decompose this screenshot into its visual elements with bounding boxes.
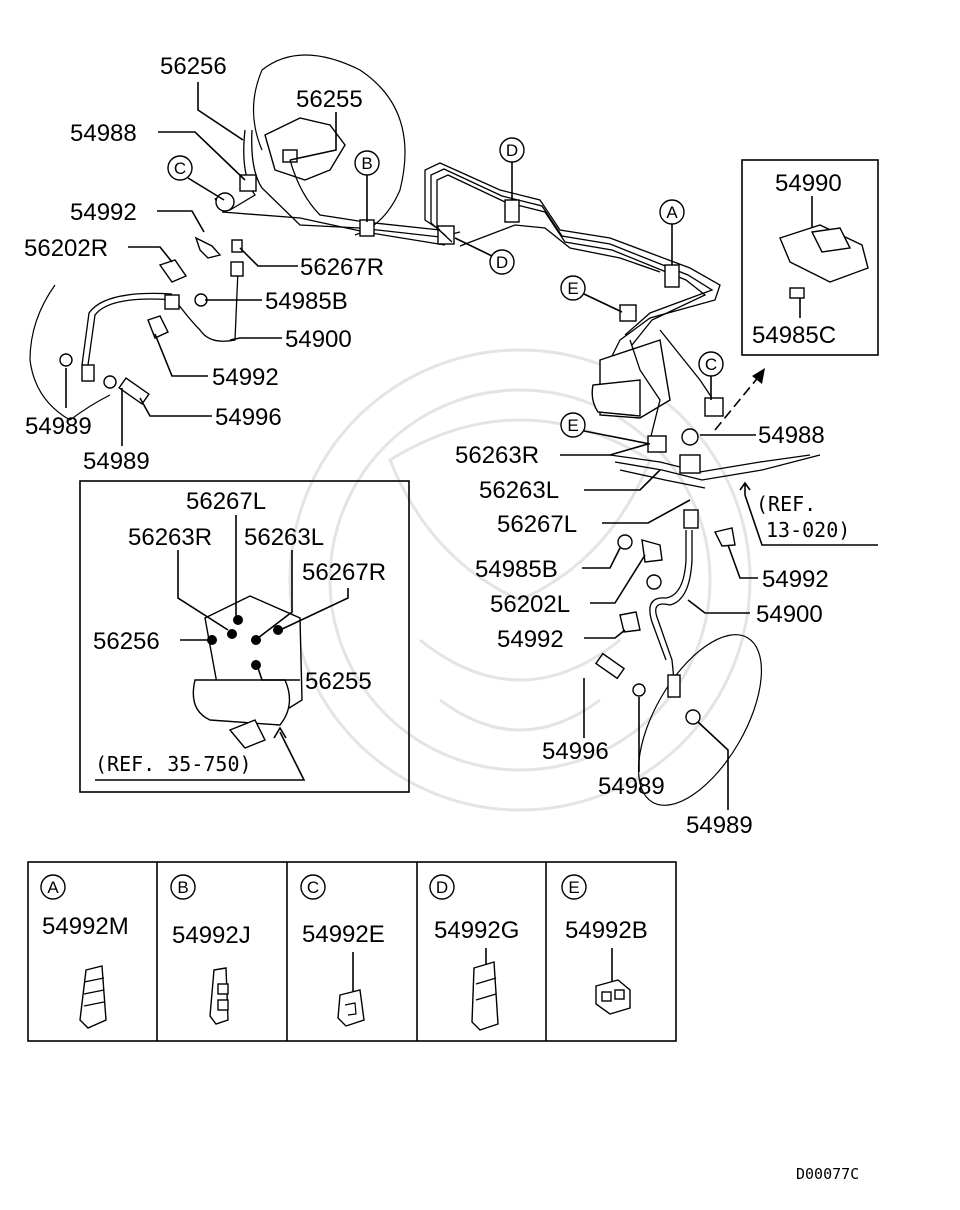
- clip-c-icon: [337, 952, 365, 1027]
- drawing-code: D00077C: [796, 1165, 859, 1183]
- callout-54989-left-a: 54989: [25, 413, 92, 440]
- clip-d-icon: [471, 948, 499, 1031]
- detail-callout-56267R: 56267R: [302, 559, 386, 586]
- marker-c-top-label: C: [174, 159, 186, 178]
- clip-cell-a-letter: A: [47, 878, 59, 897]
- marker-c-top: C: [167, 155, 225, 201]
- clip-cell-d-letter: D: [436, 878, 448, 897]
- marker-e-top-label: E: [567, 279, 578, 298]
- clip-cell-b-part: 54992J: [172, 922, 251, 949]
- callout-54989-left-b: 54989: [83, 448, 150, 475]
- clip-letter-markers: C B D D A E C: [167, 137, 724, 445]
- marker-a: A: [659, 199, 685, 265]
- clip-cell-a: A 54992M: [40, 874, 129, 1029]
- ref-13-020-line1: (REF.: [756, 492, 816, 516]
- callout-54996-left: 54996: [215, 404, 282, 431]
- clip-cell-e-part: 54992B: [565, 917, 648, 944]
- callout-56263R: 56263R: [455, 442, 539, 469]
- callout-54900-right: 54900: [756, 601, 823, 628]
- left-front-assembly: [29, 54, 461, 421]
- clip-cell-a-part: 54992M: [42, 913, 129, 940]
- marker-e-bottom-label: E: [567, 416, 578, 435]
- marker-d-top-label: D: [506, 141, 518, 160]
- marker-d-mid: D: [454, 237, 515, 275]
- marker-e-bottom: E: [560, 412, 651, 445]
- detail-callout-56256: 56256: [93, 628, 160, 655]
- callout-54985C: 54985C: [752, 322, 836, 349]
- callout-54988-top: 54988: [70, 120, 137, 147]
- callout-56267L: 56267L: [497, 511, 577, 538]
- clip-cell-e-letter: E: [568, 878, 579, 897]
- detail-callout-56263R: 56263R: [128, 524, 212, 551]
- clip-a-icon: [79, 965, 107, 1029]
- callout-54992-a: 54992: [70, 199, 137, 226]
- part-callouts: 56256 56255 54988 54992 56202R 56267R 54…: [24, 53, 850, 839]
- callout-54988-right: 54988: [758, 422, 825, 449]
- callout-54989-right-a: 54989: [598, 773, 665, 800]
- callout-56202R: 56202R: [24, 235, 108, 262]
- clip-cell-d-part: 54992G: [434, 917, 519, 944]
- leader-lines: [65, 82, 878, 810]
- inset-54990-box: [741, 159, 879, 356]
- clip-cell-d: D 54992G: [429, 874, 519, 1031]
- callout-54996-right: 54996: [542, 738, 609, 765]
- right-rear-assembly: [594, 509, 763, 806]
- marker-c-right-label: C: [705, 355, 717, 374]
- clip-cell-e: E 54992B: [561, 874, 648, 1015]
- callout-54985B-right: 54985B: [475, 556, 558, 583]
- marker-b-top: B: [354, 150, 380, 222]
- detail-callout-56263L: 56263L: [244, 524, 324, 551]
- callout-56267R: 56267R: [300, 254, 384, 281]
- detail-callout-56255: 56255: [305, 668, 372, 695]
- ref-13-020-line2: 13-020): [766, 518, 850, 542]
- marker-c-right: C: [698, 351, 724, 400]
- detail-callout-56267L: 56267L: [186, 488, 266, 515]
- clip-cell-b: B 54992J: [170, 874, 251, 1025]
- hydraulic-unit-detail-box: [79, 480, 410, 793]
- main-brake-lines: [424, 162, 821, 489]
- callout-56255: 56255: [296, 86, 363, 113]
- callout-56256: 56256: [160, 53, 227, 80]
- callout-56202L: 56202L: [490, 591, 570, 618]
- callout-54989-right-b: 54989: [686, 812, 753, 839]
- callout-54992-c: 54992: [497, 626, 564, 653]
- marker-b-top-label: B: [361, 154, 372, 173]
- callout-54992-b: 54992: [212, 364, 279, 391]
- clip-e-icon: [595, 948, 631, 1015]
- callout-54992-d: 54992: [762, 566, 829, 593]
- clip-cell-c: C 54992E: [300, 874, 385, 1027]
- clip-cell-c-letter: C: [307, 878, 319, 897]
- marker-d-mid-label: D: [496, 253, 508, 272]
- clip-cell-c-part: 54992E: [302, 921, 385, 948]
- callout-54900-left: 54900: [285, 326, 352, 353]
- callout-54990: 54990: [775, 170, 842, 197]
- watermark-emblem: [288, 348, 752, 812]
- marker-a-label: A: [666, 203, 678, 222]
- marker-e-top: E: [560, 275, 623, 313]
- ref-35-750: (REF. 35-750): [95, 752, 252, 776]
- clip-table: A 54992M B 54992J C 54992E: [27, 861, 677, 1042]
- marker-d-top: D: [499, 137, 525, 200]
- callout-54985B-top: 54985B: [265, 288, 348, 315]
- clip-cell-b-letter: B: [177, 878, 188, 897]
- callout-56263L: 56263L: [479, 477, 559, 504]
- clip-b-icon: [209, 967, 229, 1025]
